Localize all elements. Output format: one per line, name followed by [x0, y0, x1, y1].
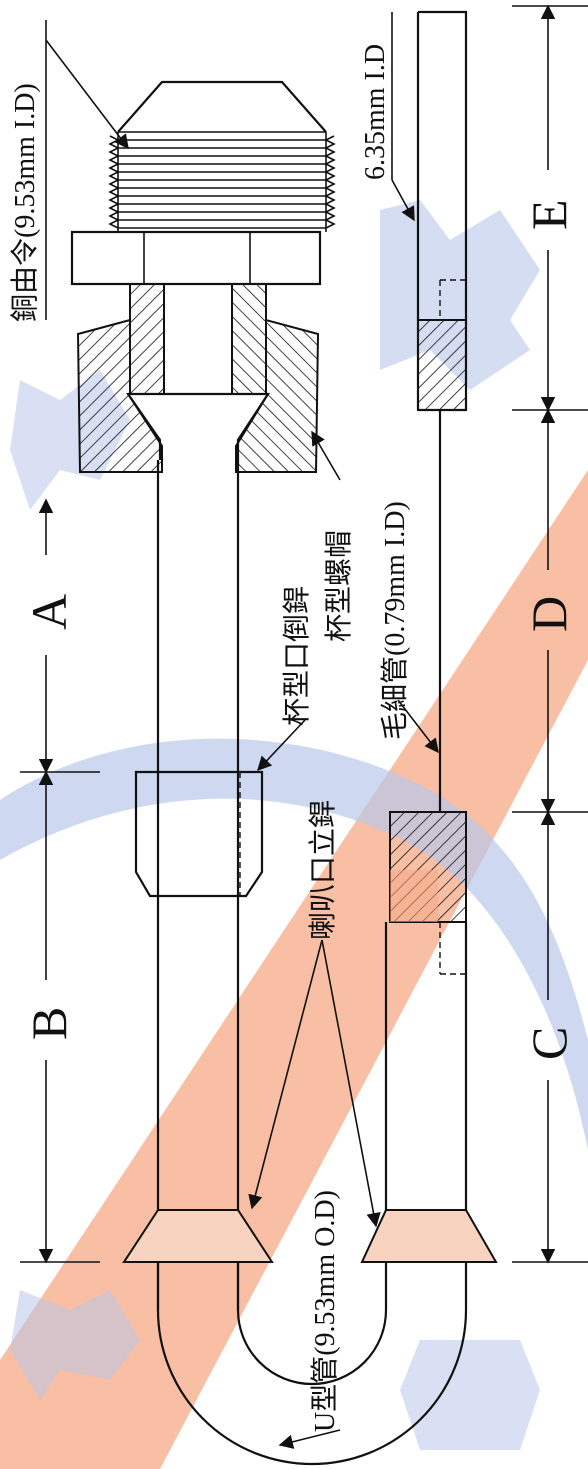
watermark-blue-glyph-corner — [10, 1290, 140, 1400]
left-assembly — [70, 80, 468, 1466]
left-dimension — [20, 498, 100, 1264]
u-bend-outer — [156, 1262, 468, 1466]
label-u-tube: U型管(9.53mm O.D) — [309, 1190, 341, 1432]
dimension-label-e: E — [521, 199, 577, 230]
watermark-blue-glyph-bottom — [400, 1340, 540, 1450]
dimension-label-d: D — [521, 596, 577, 632]
cup-flare-tube — [127, 392, 271, 460]
union-flare-tip — [117, 80, 327, 133]
u-bend-inner — [236, 1262, 388, 1386]
label-capillary: 毛細管(0.79mm I.D) — [379, 501, 411, 740]
leader-lines — [45, 12, 439, 1449]
label-small-tube: 6.35mm I.D — [360, 44, 391, 180]
label-cup-nut: 杯型螺帽 — [323, 530, 355, 642]
right-assembly — [360, 10, 498, 1263]
union-stem-left — [129, 283, 165, 395]
dimension-label-b: B — [21, 1007, 77, 1040]
labels: 銅由令(9.53mm I.D) 杯型口倒銲 杯型螺帽 喇叭口立銲 U型管(9.5… — [9, 44, 577, 1432]
label-flare-vertical-fitting: 喇叭口立銲 — [307, 800, 339, 940]
union-stem-right — [231, 283, 267, 395]
union-hex-nut — [70, 230, 322, 286]
label-cup-flare-fitting: 杯型口倒銲 — [281, 586, 313, 726]
cup-flare-socket — [134, 770, 264, 898]
right-flare — [360, 1209, 498, 1263]
small-tube-joint — [417, 319, 467, 411]
left-flare — [122, 1209, 274, 1263]
dimension-label-a: A — [21, 594, 77, 630]
dimension-label-c: C — [521, 1027, 577, 1060]
right-dimension — [512, 4, 588, 1264]
capillary-joint-orange — [390, 870, 438, 922]
label-copper-union: 銅由令(9.53mm I.D) — [9, 83, 41, 322]
union-threads — [108, 131, 336, 232]
